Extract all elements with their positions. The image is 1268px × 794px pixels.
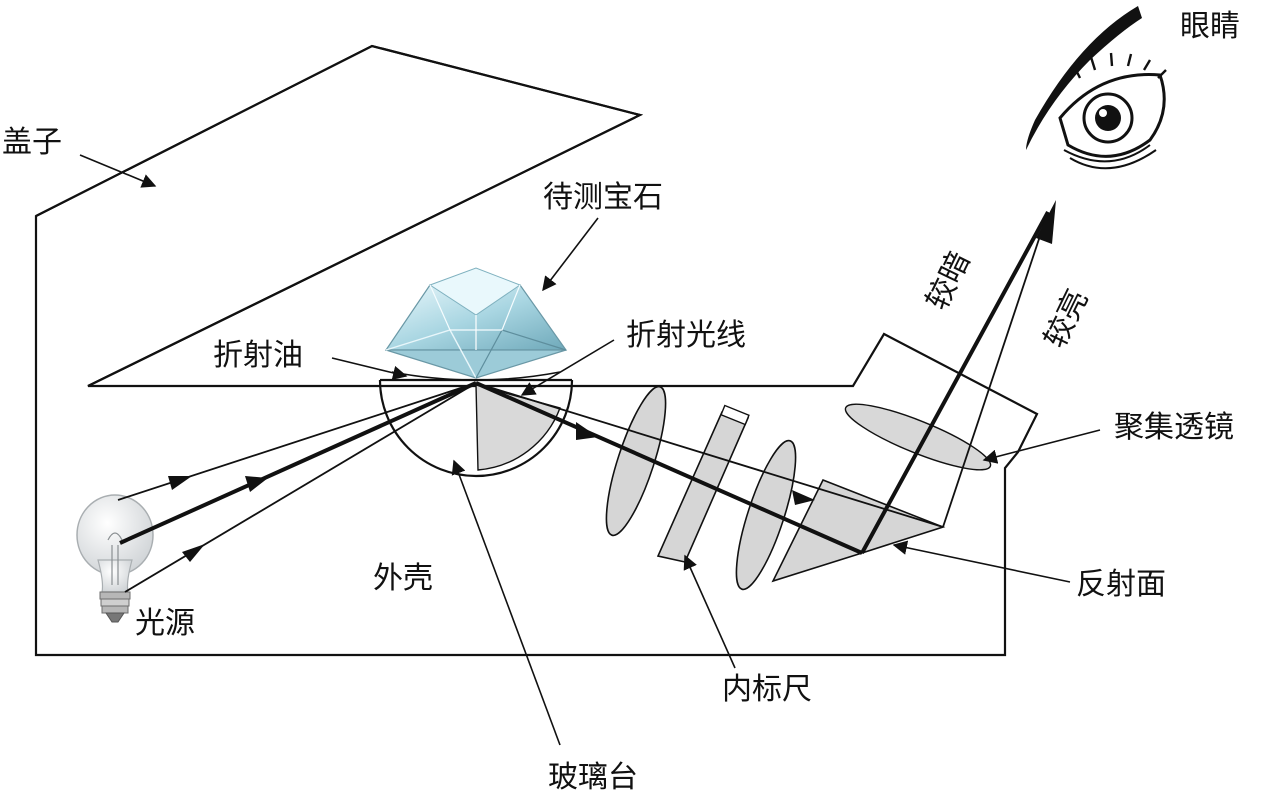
refractive-oil-layer — [391, 371, 561, 381]
label-brighter: 较亮 — [1038, 284, 1096, 353]
ray-arrowhead — [168, 476, 192, 490]
refracted-ray-thin — [475, 382, 944, 528]
label-darker: 较暗 — [920, 246, 978, 315]
leader-lid — [79, 154, 157, 188]
light-bulb-icon — [76, 494, 154, 623]
leader-refracted — [520, 339, 615, 396]
leader-inner-scale — [683, 554, 736, 669]
incident-ray-middle — [119, 381, 477, 545]
ray-arrowhead — [576, 422, 598, 440]
label-light-source: 光源 — [135, 606, 195, 641]
reflected-ray-bold — [860, 211, 1050, 554]
label-refractive-oil: 折射油 — [213, 338, 303, 373]
label-gem: 待测宝石 — [543, 180, 663, 215]
ray-arrowhead — [792, 490, 815, 505]
inner-scale-tick — [720, 404, 750, 426]
label-refracted-ray: 折射光线 — [626, 318, 746, 353]
diamond-gem-icon — [384, 267, 568, 379]
incident-ray-lower — [124, 382, 477, 593]
leader-gem — [542, 217, 599, 292]
leader-focusing — [982, 429, 1101, 464]
label-housing: 外壳 — [373, 561, 433, 596]
leader-glass-table — [451, 459, 561, 746]
ray-arrowhead — [1036, 200, 1056, 244]
label-glass-table: 玻璃台 — [548, 760, 638, 794]
eye-icon — [1026, 6, 1167, 170]
leader-reflective — [892, 540, 1071, 583]
inner-scale-strip — [656, 411, 750, 563]
ray-arrowhead — [182, 544, 205, 562]
label-eye: 眼睛 — [1180, 9, 1240, 44]
ray-arrowhead — [245, 476, 268, 492]
leader-oil — [331, 357, 408, 380]
label-focusing-lens: 聚集透镜 — [1114, 410, 1234, 445]
lens-left — [605, 385, 667, 537]
reflected-ray-thin — [942, 211, 1049, 528]
refracted-ray-bold — [475, 381, 863, 555]
lid-outline — [35, 44, 644, 387]
label-lid: 盖子 — [2, 125, 62, 160]
focusing-lens — [844, 403, 992, 471]
glass-table-shadow — [475, 384, 561, 471]
label-inner-scale: 内标尺 — [722, 672, 812, 707]
label-reflective-surface: 反射面 — [1076, 567, 1166, 602]
